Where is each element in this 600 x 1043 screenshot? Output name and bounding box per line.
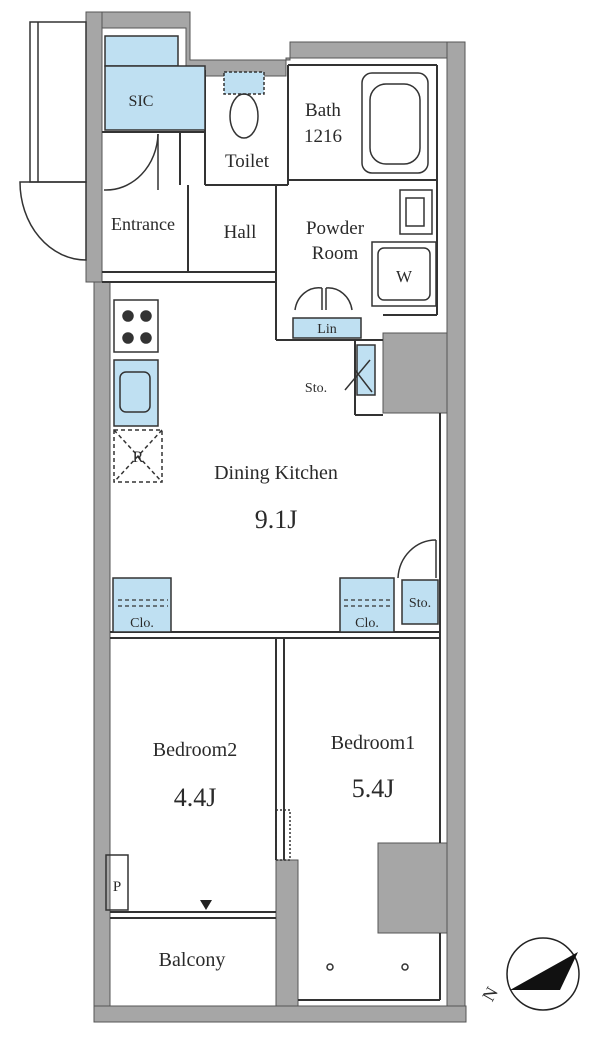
sink-icon (119, 371, 151, 413)
bottom-wall (93, 1005, 467, 1023)
left-wall-main (93, 281, 111, 1023)
label-closet-left: Clo. (130, 616, 154, 631)
top-wall (86, 11, 448, 77)
compass-north-label: N (478, 983, 502, 1004)
label-storage-right: Sto. (409, 596, 431, 611)
label-dining-kitchen-size: 9.1J (255, 505, 298, 534)
refrigerator-icon (113, 429, 163, 483)
label-entrance: Entrance (111, 214, 175, 234)
bathtub-icon (361, 72, 429, 174)
partition-lower (275, 859, 299, 1007)
porch (19, 21, 87, 261)
compass: N (478, 937, 580, 1011)
sic-upper (104, 35, 179, 67)
label-bedroom1: Bedroom1 (331, 732, 415, 754)
label-bath: Bath (305, 100, 341, 121)
label-bedroom1-size: 5.4J (352, 774, 395, 803)
label-balcony: Balcony (159, 949, 226, 971)
label-bedroom2-size: 4.4J (174, 783, 217, 812)
storage-right-box (401, 579, 439, 625)
door-swings (103, 133, 437, 579)
storage-top-box (356, 344, 376, 396)
exterior-walls (85, 11, 467, 1023)
label-refrigerator: R (133, 449, 144, 466)
label-bath-size: 1216 (304, 126, 342, 147)
label-bedroom2: Bedroom2 (153, 739, 237, 761)
pipe-space-box (105, 854, 129, 911)
stove-icon (113, 299, 159, 353)
left-wall-upper (85, 11, 103, 283)
linen-box (292, 317, 362, 339)
label-closet-right: Clo. (355, 616, 379, 631)
label-pipe-space: P (113, 879, 121, 895)
column-lower (377, 842, 448, 934)
closet-right-box (339, 577, 395, 633)
compass-needle-icon (510, 952, 578, 990)
toilet-bowl-icon (229, 93, 259, 139)
label-toilet: Toilet (225, 151, 270, 172)
toilet-tank-icon (223, 71, 265, 95)
label-hall: Hall (224, 222, 257, 243)
label-powder-room-2: Room (312, 243, 359, 264)
window-arrow-icon (200, 900, 212, 910)
right-wall (446, 41, 466, 1023)
column-upper (382, 332, 448, 414)
compass-ring-icon (506, 937, 580, 1011)
interior-walls (102, 64, 441, 1001)
label-powder-room-1: Powder (306, 218, 365, 239)
closet-left-box (112, 577, 172, 633)
storage-areas (104, 35, 439, 633)
room-labels: SIC Bath 1216 Toilet Entrance Hall Powde… (111, 93, 431, 971)
label-washer: W (396, 267, 413, 286)
label-storage-top: Sto. (305, 381, 327, 396)
fixtures (105, 71, 437, 971)
label-linen: Lin (317, 322, 336, 337)
closet-rods (118, 599, 392, 607)
label-sic: SIC (129, 93, 154, 110)
washer-icon (371, 241, 437, 307)
vanity-icon (399, 189, 433, 235)
label-dining-kitchen: Dining Kitchen (214, 462, 338, 484)
sic-lower (104, 65, 206, 131)
entrance-door-swing (103, 133, 159, 191)
